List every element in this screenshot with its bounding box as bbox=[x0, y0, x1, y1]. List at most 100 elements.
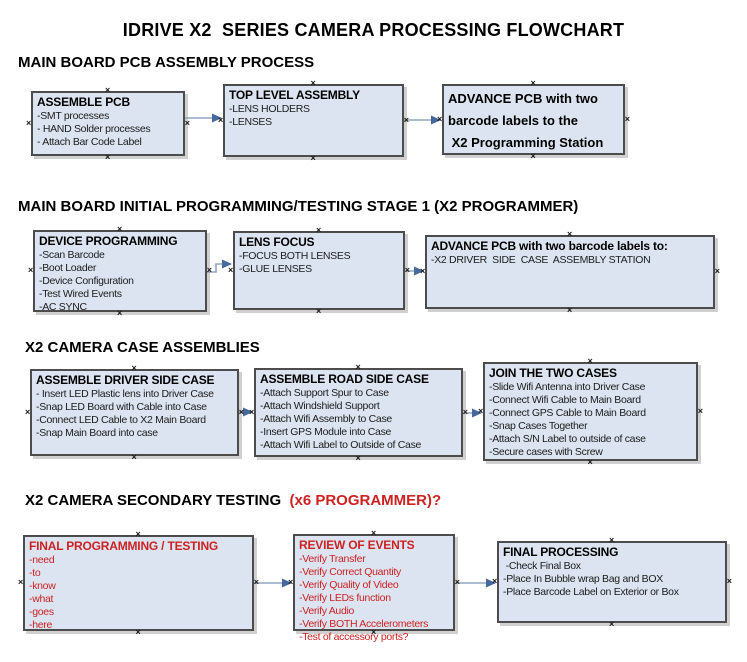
connection-handle-icon: × bbox=[105, 152, 111, 162]
connection-handle-icon: × bbox=[135, 529, 141, 539]
connection-handle-icon: × bbox=[310, 78, 316, 88]
box-line: -Place Barcode Label on Exterior or Box bbox=[503, 586, 679, 598]
box-line: -need bbox=[29, 554, 55, 566]
box-line: -Verify Correct Quantity bbox=[299, 566, 401, 578]
box-line: -Check Final Box bbox=[503, 560, 581, 572]
connection-handle-icon: × bbox=[587, 457, 593, 467]
flow-box-assemble-road-side-case[interactable]: ASSEMBLE ROAD SIDE CASE-Attach Support S… bbox=[249, 363, 468, 463]
connection-handle-icon: × bbox=[316, 225, 322, 235]
box-line: -Verify Audio bbox=[299, 605, 355, 617]
connector-arrow[interactable] bbox=[207, 259, 232, 273]
section-heading-secondary-testing: X2 CAMERA SECONDARY TESTING (x6 PROGRAMM… bbox=[25, 492, 441, 509]
connection-handle-icon: × bbox=[420, 266, 426, 276]
box-line: -Scan Barcode bbox=[39, 249, 105, 261]
box-line: -Verify BOTH Accelerometers bbox=[299, 618, 429, 630]
connection-handle-icon: × bbox=[454, 576, 460, 587]
box-line: -Insert GPS Module into Case bbox=[260, 426, 392, 438]
connection-handle-icon: × bbox=[105, 85, 111, 95]
section-heading-initial-programming: MAIN BOARD INITIAL PROGRAMMING/TESTING S… bbox=[18, 198, 579, 215]
section-heading-case-assemblies: X2 CAMERA CASE ASSEMBLIES bbox=[25, 339, 260, 356]
connection-handle-icon: × bbox=[567, 305, 573, 315]
box-line: -Slide Wifi Antenna into Driver Case bbox=[489, 381, 646, 393]
page-title: IDRIVE X2 SERIES CAMERA PROCESSING FLOWC… bbox=[122, 20, 625, 40]
box-title: FINAL PROGRAMMING / TESTING bbox=[29, 539, 219, 553]
connection-handle-icon: × bbox=[403, 114, 409, 125]
box-title: ADVANCE PCB with two barcode labels to: bbox=[431, 239, 668, 253]
box-line: -SMT processes bbox=[37, 110, 110, 122]
connection-handle-icon: × bbox=[371, 627, 377, 637]
box-line: -Device Configuration bbox=[39, 275, 134, 287]
box-line: -Verify Transfer bbox=[299, 553, 366, 565]
box-line: -AC SYNC bbox=[39, 301, 87, 313]
flow-box-final-programming-testing[interactable]: FINAL PROGRAMMING / TESTING-need-to-know… bbox=[18, 530, 259, 637]
box-title: REVIEW OF EVENTS bbox=[299, 538, 415, 552]
connection-handle-icon: × bbox=[624, 113, 630, 124]
connection-handle-icon: × bbox=[316, 306, 322, 316]
connection-handle-icon: × bbox=[131, 452, 137, 462]
connection-handle-icon: × bbox=[288, 576, 294, 587]
box-line: -Snap Main Board into case bbox=[36, 427, 158, 439]
box-line: -to bbox=[29, 567, 41, 579]
box-line: X2 Programming Station bbox=[448, 135, 604, 150]
box-line: -Attach S/N Label to outside of case bbox=[489, 433, 646, 445]
box-line: -Secure cases with Screw bbox=[489, 446, 603, 458]
box-line: -Connect GPS Cable to Main Board bbox=[489, 407, 646, 419]
section-heading-red-part: (x6 PROGRAMMER)? bbox=[289, 492, 442, 509]
connection-handle-icon: × bbox=[404, 264, 410, 275]
box-line: barcode labels to the bbox=[448, 113, 579, 128]
flow-box-assemble-pcb[interactable]: ASSEMBLE PCB-SMT processes- HAND Solder … bbox=[26, 86, 190, 162]
connection-handle-icon: × bbox=[437, 113, 443, 124]
connection-handle-icon: × bbox=[478, 405, 484, 416]
flow-box-lens-focus[interactable]: LENS FOCUS-FOCUS BOTH LENSES-GLUE LENSES… bbox=[228, 226, 410, 316]
box-line: -Verify Quality of Video bbox=[299, 579, 399, 591]
connection-handle-icon: × bbox=[609, 535, 615, 545]
connection-handle-icon: × bbox=[28, 265, 34, 275]
box-line: -FOCUS BOTH LENSES bbox=[239, 250, 351, 262]
box-line: -Connect Wifi Cable to Main Board bbox=[489, 394, 641, 406]
connection-handle-icon: × bbox=[135, 627, 141, 637]
connection-handle-icon: × bbox=[18, 577, 24, 587]
box-title: TOP LEVEL ASSEMBLY bbox=[229, 88, 360, 102]
section-heading-black-part: X2 CAMERA SECONDARY TESTING bbox=[25, 492, 290, 509]
box-line: -Attach Wifi Assembly to Case bbox=[260, 413, 392, 425]
connection-handle-icon: × bbox=[228, 264, 234, 275]
box-line: -Connect LED Cable to X2 Main Board bbox=[36, 414, 206, 426]
flow-box-assemble-driver-side-case[interactable]: ASSEMBLE DRIVER SIDE CASE- Insert LED Pl… bbox=[25, 364, 244, 462]
box-line: -what bbox=[29, 593, 54, 605]
connection-handle-icon: × bbox=[567, 229, 573, 239]
box-title: LENS FOCUS bbox=[239, 235, 315, 249]
flow-box-top-level-assembly[interactable]: TOP LEVEL ASSEMBLY-LENS HOLDERS-LENSES××… bbox=[218, 79, 409, 163]
flow-box-advance-pcb-case-assembly[interactable]: ADVANCE PCB with two barcode labels to:-… bbox=[420, 230, 720, 315]
connection-handle-icon: × bbox=[714, 266, 720, 276]
box-line: -Test Wired Events bbox=[39, 288, 122, 300]
box-line: - Attach Bar Code Label bbox=[37, 136, 142, 148]
box-title: ASSEMBLE DRIVER SIDE CASE bbox=[36, 373, 215, 387]
connection-handle-icon: × bbox=[184, 117, 190, 128]
connection-handle-icon: × bbox=[117, 308, 123, 318]
connection-handle-icon: × bbox=[131, 363, 137, 373]
flow-box-final-processing[interactable]: FINAL PROCESSING -Check Final Box-Place … bbox=[492, 536, 732, 629]
connection-handle-icon: × bbox=[206, 265, 212, 275]
box-line: -here bbox=[29, 619, 53, 631]
box-line: -goes bbox=[29, 606, 54, 618]
box-title: FINAL PROCESSING bbox=[503, 545, 619, 559]
connection-handle-icon: × bbox=[492, 576, 498, 586]
box-line: -Place In Bubble wrap Bag and BOX bbox=[503, 573, 663, 585]
connection-handle-icon: × bbox=[530, 78, 536, 88]
box-line: -Attach Support Spur to Case bbox=[260, 387, 389, 399]
flow-box-review-of-events[interactable]: REVIEW OF EVENTS-Verify Transfer-Verify … bbox=[288, 529, 460, 644]
connection-handle-icon: × bbox=[218, 114, 224, 125]
connection-handle-icon: × bbox=[249, 406, 255, 417]
flow-box-join-the-two-cases[interactable]: JOIN THE TWO CASES-Slide Wifi Antenna in… bbox=[478, 357, 703, 467]
box-title: DEVICE PROGRAMMING bbox=[39, 234, 178, 248]
flow-box-device-programming[interactable]: DEVICE PROGRAMMING-Scan Barcode-Boot Loa… bbox=[28, 225, 212, 318]
connection-handle-icon: × bbox=[530, 151, 536, 161]
connection-handle-icon: × bbox=[253, 577, 259, 587]
box-line: - Insert LED Plastic lens into Driver Ca… bbox=[36, 388, 214, 400]
connection-handle-icon: × bbox=[697, 405, 703, 416]
box-title: ASSEMBLE PCB bbox=[37, 95, 130, 109]
connection-handle-icon: × bbox=[462, 406, 468, 417]
connection-handle-icon: × bbox=[238, 406, 244, 417]
